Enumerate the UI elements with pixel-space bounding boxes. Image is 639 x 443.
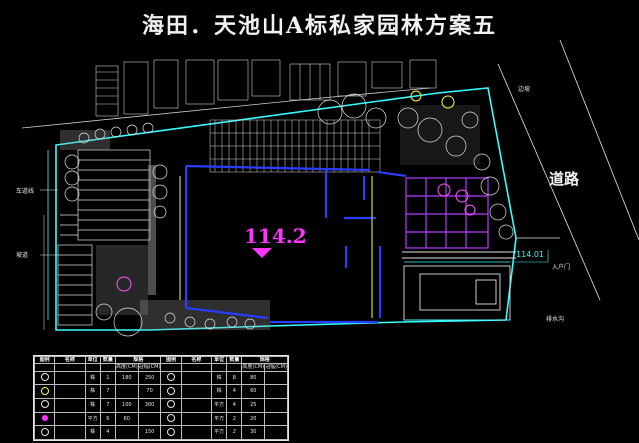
elevation-marker xyxy=(252,248,272,258)
site-boundary xyxy=(55,87,517,331)
tree-icon xyxy=(40,400,49,409)
callout-top-right: 边坡 xyxy=(518,86,531,93)
tree-icon xyxy=(40,427,49,436)
groundcover-icon xyxy=(167,414,176,423)
legend-header: 规格 xyxy=(241,355,288,365)
callout-right-elevation: 114.01 xyxy=(516,250,544,259)
hedge-icon xyxy=(167,400,176,409)
legend-subheader: 高度(CM) xyxy=(114,363,139,372)
callout-left-lower: 坡道 xyxy=(16,252,29,259)
callout-right-bottom: 排水沟 xyxy=(546,316,565,323)
tree-icon xyxy=(40,373,49,382)
building-outline xyxy=(184,164,407,324)
upper-hatch-terraces xyxy=(95,59,437,117)
page-title: 海田．天池山A标私家园林方案五 xyxy=(141,13,498,39)
legend-header: 名称 xyxy=(180,355,213,365)
legend-subheader: 冠幅(CM) xyxy=(264,363,288,372)
legend-header: 名称 xyxy=(54,355,86,365)
lawn-icon xyxy=(167,427,176,436)
legend-header: 数量 xyxy=(99,355,116,365)
legend-header: 图例 xyxy=(33,355,56,365)
callout-right-gate: 入户门 xyxy=(552,264,571,271)
tree-symbols xyxy=(64,93,514,337)
legend-header: 图例 xyxy=(160,355,182,365)
callout-left-upper: 车道线 xyxy=(16,188,35,195)
palm-icon xyxy=(40,386,49,395)
legend-subheader: 高度(CM) xyxy=(241,363,266,372)
planting-stipple xyxy=(60,105,480,330)
road-label: 道路 xyxy=(549,170,580,188)
flower-icon xyxy=(41,415,48,422)
driveway xyxy=(402,251,516,321)
upper-boundary-line xyxy=(21,87,431,129)
legend-header: 数量 xyxy=(226,355,243,365)
shrub-icon xyxy=(167,373,176,382)
road-lines xyxy=(497,39,639,301)
legend-subheader: 冠幅(CM) xyxy=(137,363,162,372)
legend-header: 规格 xyxy=(114,355,162,365)
shrub-icon xyxy=(167,386,176,395)
purple-pergola xyxy=(405,177,489,249)
plant-legend-table: 图例 名称 单位 数量 规格 图例 名称 单位 数量 规格 高度(CM) 冠幅(… xyxy=(33,355,289,441)
legend-header: 单位 xyxy=(84,355,101,365)
flower-symbols xyxy=(116,183,476,292)
middle-terrace-hatch xyxy=(209,119,381,173)
legend-header: 单位 xyxy=(211,355,228,365)
elevation-label: 114.2 xyxy=(244,224,307,248)
